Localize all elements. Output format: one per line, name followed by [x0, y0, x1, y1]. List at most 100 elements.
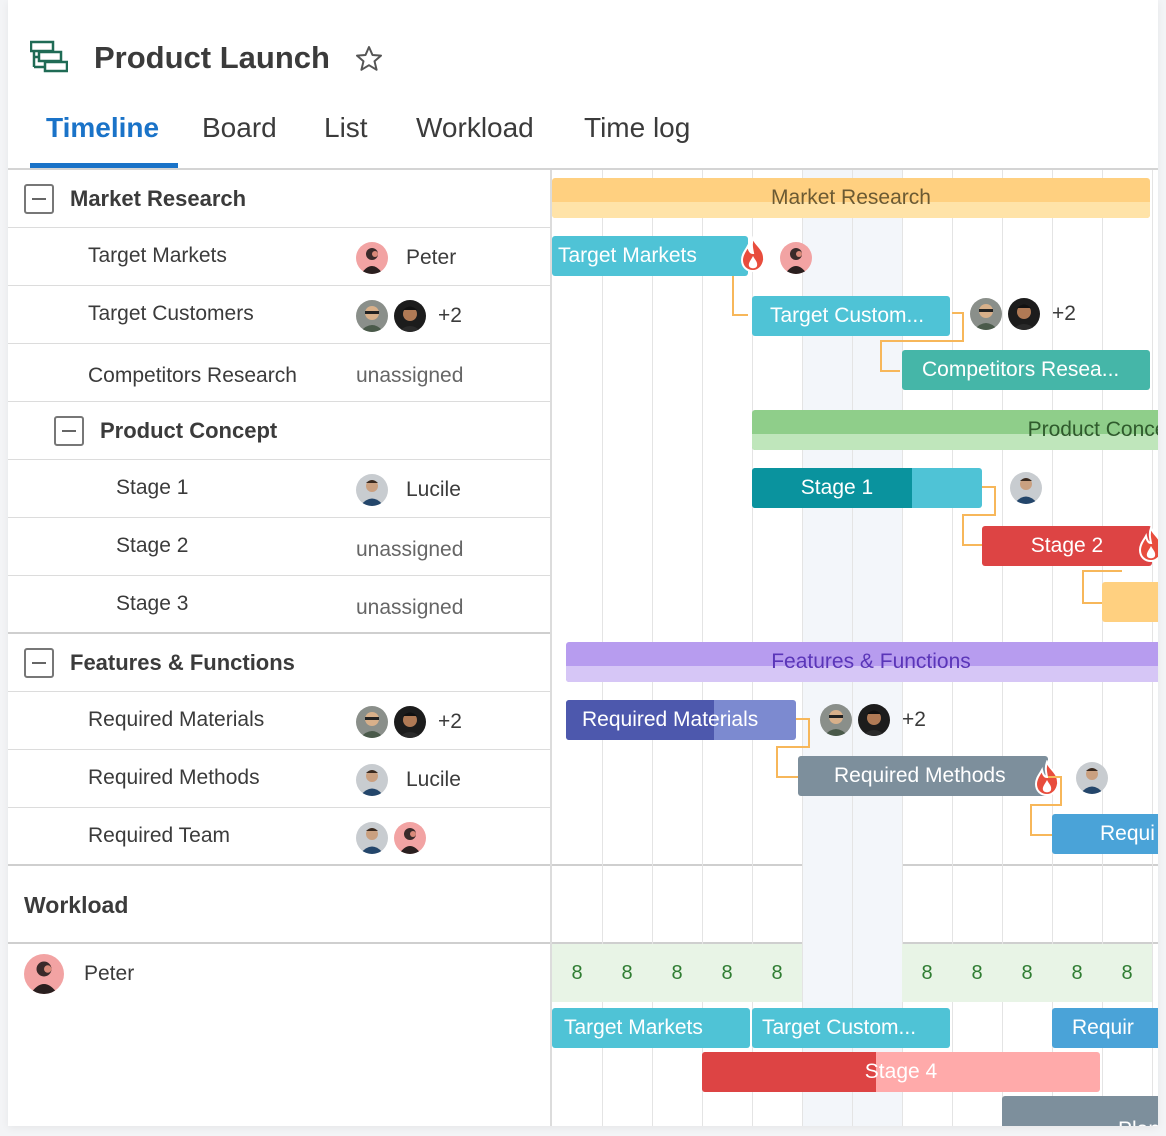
workload-bar-required-team[interactable]: Requir — [1052, 1008, 1158, 1048]
overdue-fire-icon — [1138, 526, 1158, 562]
hours-cell: 8 — [552, 944, 602, 1002]
task-bar-required-team[interactable]: Requi — [1052, 814, 1158, 854]
summary-bar-features-functions[interactable]: Features & Functions — [566, 642, 1158, 682]
task-bar-stage-1[interactable]: Stage 1 — [752, 468, 982, 508]
summary-label: Features & Functions — [771, 650, 971, 673]
bar-label: Target Custom... — [770, 304, 925, 327]
task-row-stage-3[interactable]: Stage 3 unassigned — [8, 576, 550, 634]
workload-bar-stage-4[interactable]: Stage 4 — [702, 1052, 1100, 1092]
group-row-market-research[interactable]: Market Research — [8, 170, 550, 228]
group-row-features-functions[interactable]: Features & Functions — [8, 634, 550, 692]
tab-board[interactable]: Board — [202, 112, 277, 143]
task-bar-stage-3[interactable] — [1102, 582, 1158, 622]
task-row-required-team[interactable]: Required Team — [8, 808, 550, 866]
avatar-lucile — [1010, 472, 1042, 504]
task-row-required-materials[interactable]: Required Materials +2 — [8, 692, 550, 750]
extra-assignees-count: +2 — [902, 708, 926, 731]
workload-divider-bottom — [8, 942, 1158, 944]
task-row-target-markets[interactable]: Target Markets Peter — [8, 228, 550, 286]
task-row-competitors-research[interactable]: Competitors Research unassigned — [8, 344, 550, 402]
dependency-connector — [880, 340, 900, 372]
tab-workload[interactable]: Workload — [416, 112, 534, 143]
workload-bar-plan[interactable]: Plan — [1002, 1096, 1158, 1126]
task-label: Stage 2 — [116, 534, 189, 557]
task-bar-target-markets[interactable]: Target Markets — [552, 236, 748, 276]
panel-divider — [550, 170, 552, 1126]
group-label: Product Concept — [100, 418, 278, 443]
gantt-timeline: Market Research Target Markets Target Cu… — [552, 170, 1158, 1126]
bar-label: Stage 2 — [1030, 534, 1104, 557]
bar-label: Target Markets — [558, 244, 697, 267]
bar-label: Plan — [1118, 1118, 1158, 1126]
dependency-connector — [796, 718, 810, 748]
assignee[interactable]: Lucile — [356, 474, 461, 506]
dependency-connector — [1082, 570, 1122, 572]
task-bar-target-customers[interactable]: Target Custom... — [752, 296, 950, 336]
task-row-target-customers[interactable]: Target Customers +2 — [8, 286, 550, 344]
workload-section-title: Workload — [24, 892, 129, 918]
dependency-connector — [962, 514, 982, 546]
summary-bar-product-concept[interactable]: Product Concept — [752, 410, 1158, 450]
workload-person-name[interactable]: Peter — [84, 962, 135, 985]
assignee[interactable] — [356, 822, 432, 854]
group-label: Features & Functions — [70, 650, 295, 675]
task-label: Stage 3 — [116, 592, 189, 615]
task-label: Target Customers — [88, 302, 254, 325]
task-list: Market Research Target Markets Peter Tar… — [8, 170, 550, 866]
collapse-button[interactable] — [54, 416, 84, 446]
avatar-user-a — [820, 704, 852, 736]
avatar-peter — [780, 242, 812, 274]
task-row-stage-1[interactable]: Stage 1 Lucile — [8, 460, 550, 518]
assignee-name: unassigned — [356, 538, 464, 561]
app-card: Product Launch Timeline Board List Workl… — [8, 0, 1158, 1126]
assignee[interactable]: +2 — [356, 300, 462, 332]
assignee[interactable]: unassigned — [356, 592, 463, 624]
bar-label: Requi — [1100, 822, 1155, 845]
dependency-connector — [880, 340, 964, 342]
hours-cell: 8 — [902, 944, 952, 1002]
bar-label: Requir — [1072, 1016, 1134, 1039]
tab-timeline[interactable]: Timeline — [46, 112, 160, 143]
hours-cell: 8 — [1052, 944, 1102, 1002]
subgroup-row-product-concept[interactable]: Product Concept — [8, 402, 550, 460]
star-icon[interactable] — [354, 44, 384, 74]
workload-bar-target-customers[interactable]: Target Custom... — [752, 1008, 950, 1048]
avatar-user-a — [970, 298, 1002, 330]
task-bar-competitors-research[interactable]: Competitors Resea... — [902, 350, 1150, 390]
bar-label: Competitors Resea... — [922, 358, 1120, 381]
tab-list[interactable]: List — [324, 112, 368, 143]
assignee-name: Lucile — [406, 478, 461, 501]
avatar-lucile — [356, 474, 388, 506]
bar-label: Required Methods — [834, 764, 1006, 787]
dependency-connector — [776, 746, 810, 748]
avatar-user-a — [356, 706, 388, 738]
task-row-required-methods[interactable]: Required Methods Lucile — [8, 750, 550, 808]
assignee[interactable]: +2 — [356, 706, 462, 738]
task-row-stage-2[interactable]: Stage 2 unassigned — [8, 518, 550, 576]
avatar-user-a — [356, 300, 388, 332]
task-label: Required Materials — [88, 708, 265, 731]
task-label: Stage 1 — [116, 476, 189, 499]
assignee[interactable]: unassigned — [356, 360, 463, 392]
assignee[interactable]: Peter — [356, 242, 456, 274]
assignee[interactable]: Lucile — [356, 764, 461, 796]
summary-label: Market Research — [771, 186, 931, 209]
tab-time-log[interactable]: Time log — [584, 112, 691, 143]
assignee[interactable]: unassigned — [356, 534, 463, 566]
extra-assignees-count: +2 — [438, 710, 462, 733]
task-bar-required-materials[interactable]: Required Materials — [566, 700, 796, 740]
workload-bar-target-markets[interactable]: Target Markets — [552, 1008, 750, 1048]
dependency-connector — [1082, 572, 1102, 604]
hours-cell: 8 — [1102, 944, 1152, 1002]
avatar-lucile — [356, 764, 388, 796]
hours-cell: 8 — [752, 944, 802, 1002]
collapse-button[interactable] — [24, 648, 54, 678]
collapse-button[interactable] — [24, 184, 54, 214]
hours-cell: 8 — [602, 944, 652, 1002]
assignee-name: unassigned — [356, 596, 464, 619]
dependency-connector — [1048, 776, 1062, 806]
task-bar-required-methods[interactable]: Required Methods — [798, 756, 1048, 796]
task-label: Required Team — [88, 824, 231, 847]
task-bar-stage-2[interactable]: Stage 2 — [982, 526, 1152, 566]
summary-bar-market-research[interactable]: Market Research — [552, 178, 1150, 218]
